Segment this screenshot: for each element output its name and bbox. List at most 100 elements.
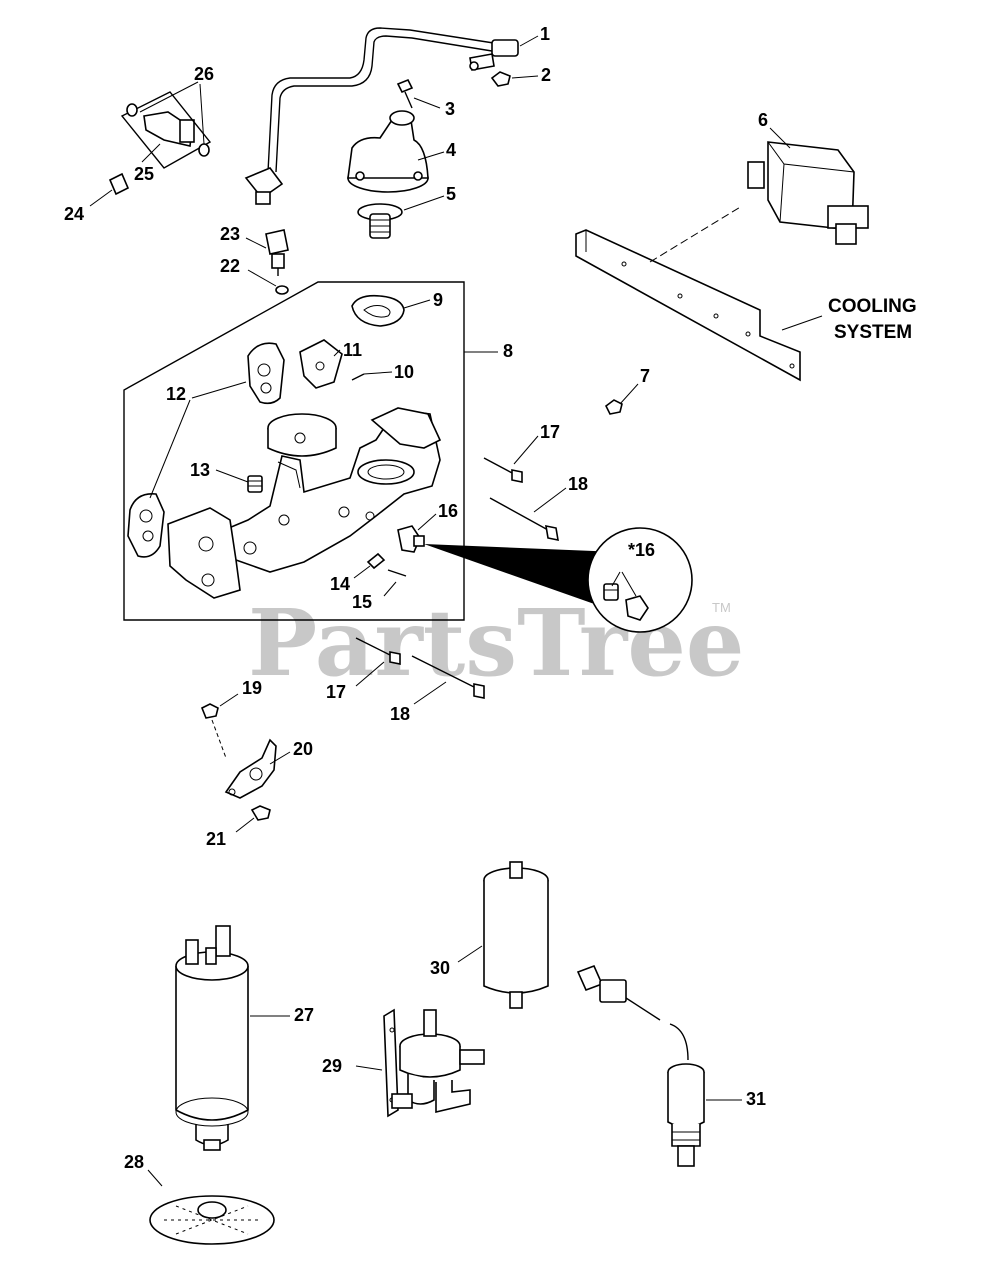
part-5-thermostat[interactable]: [357, 203, 403, 239]
leader-26a: [139, 81, 199, 113]
callout-28: 28: [124, 1152, 144, 1172]
leader-18b: [413, 681, 447, 705]
leader-21: [235, 817, 255, 833]
callout-24: 24: [64, 204, 84, 224]
part-ecu-bracket: [575, 229, 801, 382]
callout-4: 4: [446, 140, 456, 160]
leader-20: [269, 751, 291, 765]
callout-18b: 18: [390, 704, 410, 724]
callout-7: 7: [640, 366, 650, 386]
leader-16: [417, 513, 437, 531]
leader-2: [511, 75, 539, 79]
leader-12a: [191, 381, 247, 399]
part-22-o-ring[interactable]: [275, 285, 289, 295]
leader-7: [619, 383, 639, 405]
leader-23: [245, 237, 267, 249]
assembly-frame: [123, 281, 465, 621]
callout-15: 15: [352, 592, 372, 612]
part-8-pump-housing[interactable]: [167, 407, 442, 599]
part-16-fitting[interactable]: [397, 525, 425, 553]
detail-16-parts[interactable]: [603, 571, 649, 621]
part-9-gasket[interactable]: [351, 294, 405, 327]
part-18-bolt-lower[interactable]: [411, 655, 485, 699]
part-10-screw[interactable]: [351, 373, 365, 381]
callout-29: 29: [322, 1056, 342, 1076]
leader-24: [89, 189, 113, 207]
reference-cooling-line1: COOLING: [828, 296, 917, 317]
injector-bracket: [120, 91, 212, 169]
leader-1: [519, 35, 539, 47]
callout-18a: 18: [568, 474, 588, 494]
part-28-filter-screen[interactable]: [149, 1195, 275, 1245]
callout-13: 13: [190, 460, 210, 480]
part-23-temp-sensor[interactable]: [265, 229, 289, 276]
callout-6: 6: [758, 110, 768, 130]
part-30-fuel-filter[interactable]: [483, 861, 549, 1009]
leader-17a: [513, 435, 539, 465]
callout-16: 16: [438, 501, 458, 521]
callout-10: 10: [394, 362, 414, 382]
part-25-injector[interactable]: [143, 111, 195, 147]
callout-23: 23: [220, 224, 240, 244]
callout-16-detail: *16: [628, 540, 655, 560]
leader-9: [403, 299, 431, 309]
leader-10: [363, 371, 393, 375]
detail-circle: [587, 527, 693, 633]
leader-13: [215, 469, 249, 483]
part-3-bolt[interactable]: [396, 78, 414, 109]
part-6-ecu-module[interactable]: [747, 141, 869, 245]
callout-31: 31: [746, 1089, 766, 1109]
callout-11: 11: [343, 340, 362, 360]
part-1-fuel-rail[interactable]: [244, 27, 519, 205]
leader-12b: [149, 399, 191, 499]
part-15-screw[interactable]: [387, 569, 407, 577]
leader-6: [769, 127, 791, 149]
part-13-plug[interactable]: [247, 475, 263, 493]
leader-22: [247, 269, 277, 287]
part-31-oxygen-sensor[interactable]: [576, 964, 705, 1167]
leader-17b: [355, 661, 385, 687]
part-27-fuel-pump[interactable]: [175, 925, 249, 1151]
callout-3: 3: [445, 99, 455, 119]
part-2-screw[interactable]: [490, 71, 511, 87]
part-29-pressure-regulator[interactable]: [383, 1008, 485, 1118]
leader-15: [383, 581, 397, 597]
part-14-spring[interactable]: [366, 552, 386, 570]
leader-28: [147, 1169, 163, 1187]
leader-11: [333, 349, 341, 357]
callout-2: 2: [541, 65, 551, 85]
part-21-screw[interactable]: [250, 805, 271, 821]
watermark-trademark: TM: [712, 600, 731, 615]
part-17-bolt-lower[interactable]: [355, 637, 401, 665]
leader-3: [413, 97, 441, 109]
part-17-bolt-upper[interactable]: [483, 457, 523, 483]
leader-5: [403, 195, 445, 211]
part-12-gasket-upper[interactable]: [247, 342, 285, 405]
leader-cooling: [781, 315, 823, 331]
callout-9: 9: [433, 290, 443, 310]
detail-wedge: [424, 544, 618, 606]
callout-12: 12: [166, 384, 186, 404]
callout-19: 19: [242, 678, 262, 698]
part-12-gasket-lower[interactable]: [127, 493, 165, 558]
part-18-bolt-upper[interactable]: [489, 497, 559, 542]
callout-5: 5: [446, 184, 456, 204]
leader-25: [141, 143, 161, 163]
dash-19-20: [211, 719, 227, 759]
part-20-bracket[interactable]: [224, 738, 277, 799]
callout-25: 25: [134, 164, 154, 184]
callout-1: 1: [540, 24, 550, 44]
callout-17a: 17: [540, 422, 560, 442]
callout-26: 26: [194, 64, 214, 84]
part-24-clip[interactable]: [108, 172, 130, 196]
part-4-thermostat-housing[interactable]: [347, 110, 429, 193]
part-19-screw[interactable]: [200, 703, 219, 719]
leader-29: [355, 1065, 383, 1071]
leader-30: [457, 945, 483, 963]
callout-14: 14: [330, 574, 350, 594]
part-7-screw[interactable]: [604, 399, 623, 415]
part-11-cover[interactable]: [299, 339, 343, 389]
ecu-assembly-dashline: [649, 205, 743, 263]
callout-30: 30: [430, 958, 450, 978]
